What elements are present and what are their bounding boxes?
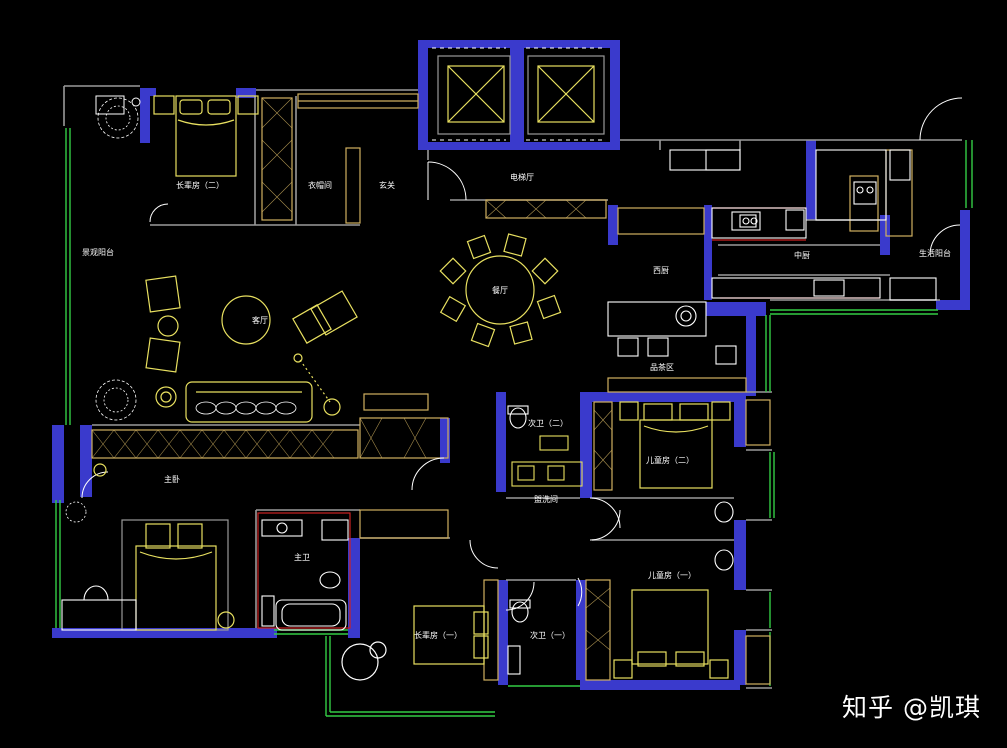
elevator-left <box>437 55 511 135</box>
sofa-cushions <box>195 401 297 415</box>
dining-chairs <box>439 233 562 348</box>
label-washroom: 盥洗间 <box>534 494 558 504</box>
label-chinese-kitchen: 中厨 <box>794 250 810 260</box>
bath-2-fixtures <box>507 405 583 487</box>
elevator-right <box>527 55 605 135</box>
label-service-balcony: 生活阳台 <box>919 248 951 258</box>
label-kids-room-2: 儿童房（二） <box>646 455 694 465</box>
watermark: 知乎 @凯琪 <box>842 693 981 722</box>
label-elder-room-1: 长辈房（一） <box>414 630 462 640</box>
label-elevator-hall: 电梯厅 <box>510 172 534 182</box>
label-leisure-balcony: 景观阳台 <box>82 247 114 257</box>
kids-2-toilet <box>714 501 734 571</box>
dining-table <box>439 233 562 348</box>
label-master-bedroom: 主卧 <box>164 474 180 484</box>
bed-elder-room-2 <box>153 95 259 177</box>
label-second-bath-1: 次卫（一） <box>530 630 570 640</box>
cabinet-crosshatch <box>91 97 613 651</box>
label-tea-area: 品茶区 <box>650 362 674 372</box>
label-living-room: 客厅 <box>252 315 268 325</box>
label-master-bath: 主卫 <box>294 552 310 562</box>
label-kids-room-1: 儿童房（一） <box>648 570 696 580</box>
label-dining-room: 餐厅 <box>492 286 508 295</box>
elevator-hall-dashes <box>432 47 606 141</box>
bed-kids-room-2 <box>619 401 731 489</box>
plant-pots <box>95 95 141 115</box>
label-entrance: 玄关 <box>379 180 395 190</box>
bath-1-fixtures <box>507 599 531 675</box>
master-bath-fixtures <box>261 519 349 631</box>
bed-kids-room-1 <box>613 589 729 679</box>
label-second-bath-2: 次卫（二） <box>528 418 568 428</box>
glazing-lines <box>55 128 973 717</box>
master-vanity <box>61 585 137 631</box>
label-western-kitchen: 西厨 <box>653 266 669 275</box>
plants <box>65 97 139 523</box>
bed-elder-room-1 <box>341 605 489 681</box>
living-furniture <box>145 275 358 423</box>
bed-master <box>93 463 235 631</box>
label-elder-room-2: 长辈房（二） <box>176 180 224 190</box>
kitchen-counters <box>607 149 937 365</box>
doors <box>81 97 963 611</box>
structural-walls <box>52 40 970 690</box>
label-cloakroom: 衣帽间 <box>308 180 332 190</box>
